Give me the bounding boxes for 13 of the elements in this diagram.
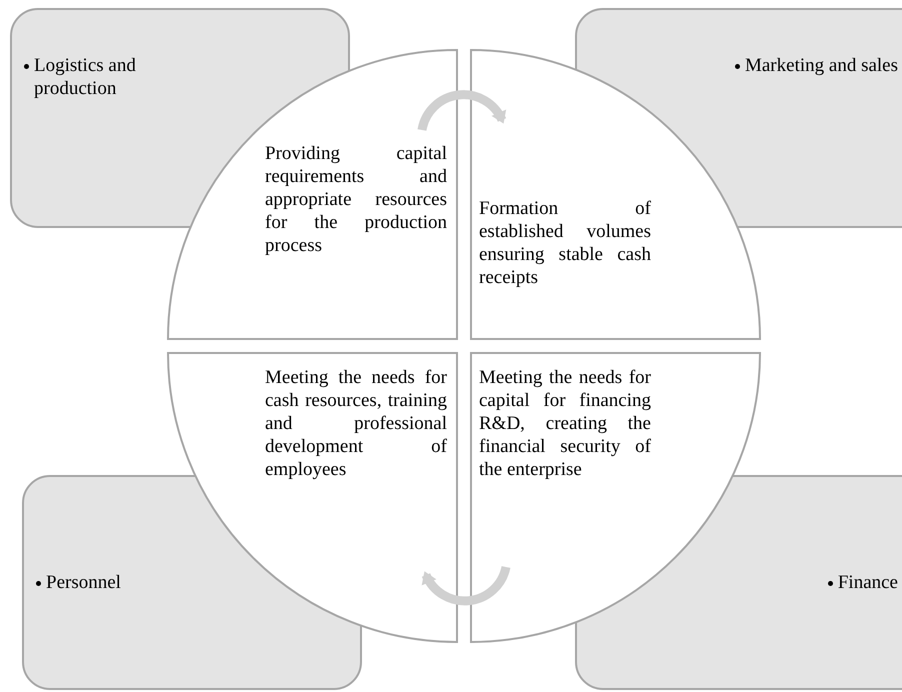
quadrant-text: Formation of established volumes ensuring stable cash receipts	[479, 197, 651, 289]
category-label: Logistics and production	[34, 54, 137, 100]
quadrant-segment	[168, 50, 457, 339]
quadrant-text: Meeting the needs for cash resources, training and professional development of employees	[265, 366, 447, 481]
quadrant-segment	[471, 353, 760, 642]
quadrant-text: Providing capital requirements and appropriate resources for the production process	[265, 142, 447, 257]
curved-arrow	[422, 566, 510, 606]
category-label: Finance	[838, 571, 898, 594]
category-label: Marketing and sales	[744, 54, 898, 77]
category-label: Personnel	[46, 571, 121, 594]
curved-arrow	[418, 90, 506, 131]
quadrant-segment	[168, 353, 457, 642]
quadrant-text: Meeting the needs for capital for financing R&D, creating the financial security of the enterprise	[479, 366, 651, 481]
